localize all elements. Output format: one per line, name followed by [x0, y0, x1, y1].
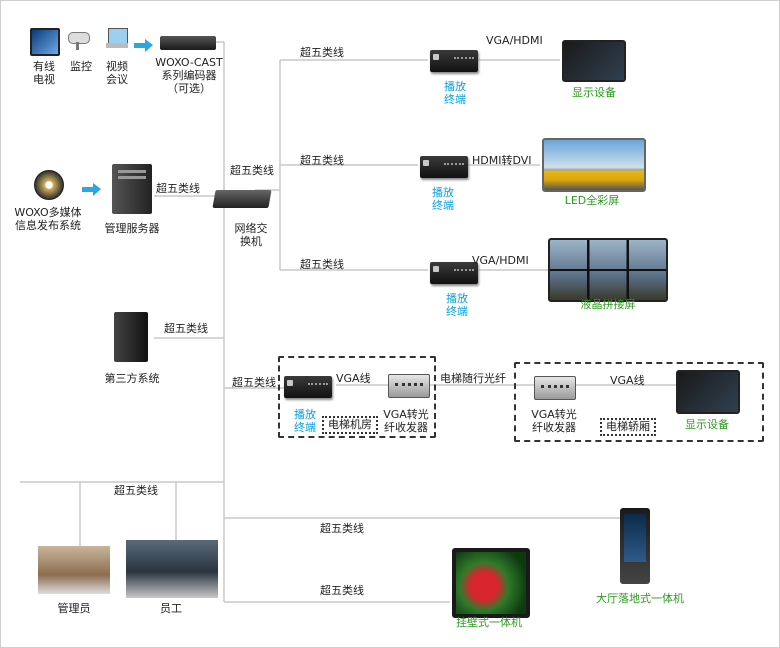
- player-label: 播放 终端: [294, 408, 316, 434]
- video-conference-icon: [106, 28, 128, 50]
- third-party-label: 第三方系统: [104, 372, 160, 385]
- switch-label: 网络交 换机: [234, 222, 268, 248]
- cable-label: 超五类线: [300, 258, 344, 271]
- cable-label: 超五类线: [156, 182, 200, 195]
- machine-room-box: [278, 356, 436, 438]
- output-link-label: VGA/HDMI: [486, 34, 543, 47]
- cable-label: 超五类线: [164, 322, 208, 335]
- converter-icon: [388, 374, 430, 398]
- led-screen-icon: [542, 138, 646, 192]
- machine-room-tag: [322, 416, 378, 434]
- converter-label: VGA转光 纤收发器: [531, 408, 577, 434]
- server-icon: [114, 312, 148, 362]
- converter-label: VGA转光 纤收发器: [383, 408, 429, 434]
- player-icon: [284, 376, 332, 398]
- surveillance-label: 监控: [70, 60, 92, 73]
- output-link-label: HDMI转DVI: [472, 154, 532, 167]
- player-label: 播放 终端: [444, 80, 466, 106]
- fiber-label: 电梯随行光纤: [440, 372, 506, 385]
- output-link-label: VGA/HDMI: [472, 254, 529, 267]
- converter-icon: [534, 376, 576, 400]
- elevator-car-box: [514, 362, 764, 442]
- video-conference-label: 视频 会议: [106, 60, 128, 86]
- cable-label: 超五类线: [114, 484, 158, 497]
- player-icon: [420, 156, 468, 178]
- car-tag: [600, 418, 656, 436]
- wall-mount-label: 挂壁式一体机: [456, 616, 522, 629]
- display-icon: [676, 370, 740, 414]
- camera-icon: [68, 30, 94, 50]
- output-device-label: 显示设备: [572, 86, 616, 99]
- staff-photo: [126, 540, 218, 598]
- floor-kiosk-icon: [620, 508, 650, 584]
- dvd-icon: [34, 170, 64, 200]
- cable-label: 超五类线: [320, 584, 364, 597]
- cable-label: 超五类线: [232, 376, 276, 389]
- server-icon: [112, 164, 152, 214]
- player-label: 播放 终端: [446, 292, 468, 318]
- car-label: 电梯轿厢: [606, 420, 650, 433]
- output-device-label: LED全彩屏: [564, 194, 620, 207]
- cable-label: 超五类线: [320, 522, 364, 535]
- video-wall-icon: [548, 238, 668, 302]
- encoder-icon: [160, 36, 216, 50]
- player-label: 播放 终端: [432, 186, 454, 212]
- encoder-label: WOXO-CAST 系列编码器 （可选）: [155, 56, 223, 95]
- vga-line-label: VGA线: [610, 374, 645, 387]
- player-icon: [430, 50, 478, 72]
- tv-icon: [30, 28, 60, 56]
- vga-line-label: VGA线: [336, 372, 371, 385]
- switch-icon: [212, 190, 272, 208]
- admin-photo: [38, 546, 110, 594]
- cable-tv-label: 有线 电视: [33, 60, 55, 86]
- staff-label: 员工: [160, 602, 182, 615]
- wall-mount-display-icon: [452, 548, 530, 618]
- publish-system-label: WOXO多媒体 信息发布系统: [14, 206, 82, 232]
- cable-label: 超五类线: [230, 164, 274, 177]
- machine-room-label: 电梯机房: [328, 418, 372, 431]
- display-icon: [562, 40, 626, 82]
- cable-label: 超五类线: [300, 154, 344, 167]
- output-device-label: 液晶拼接屏: [580, 298, 636, 311]
- floor-kiosk-label: 大厅落地式一体机: [596, 592, 684, 605]
- admin-label: 管理员: [57, 602, 91, 615]
- server-label: 管理服务器: [104, 222, 160, 235]
- player-icon: [430, 262, 478, 284]
- cable-label: 超五类线: [300, 46, 344, 59]
- car-display-label: 显示设备: [685, 418, 729, 431]
